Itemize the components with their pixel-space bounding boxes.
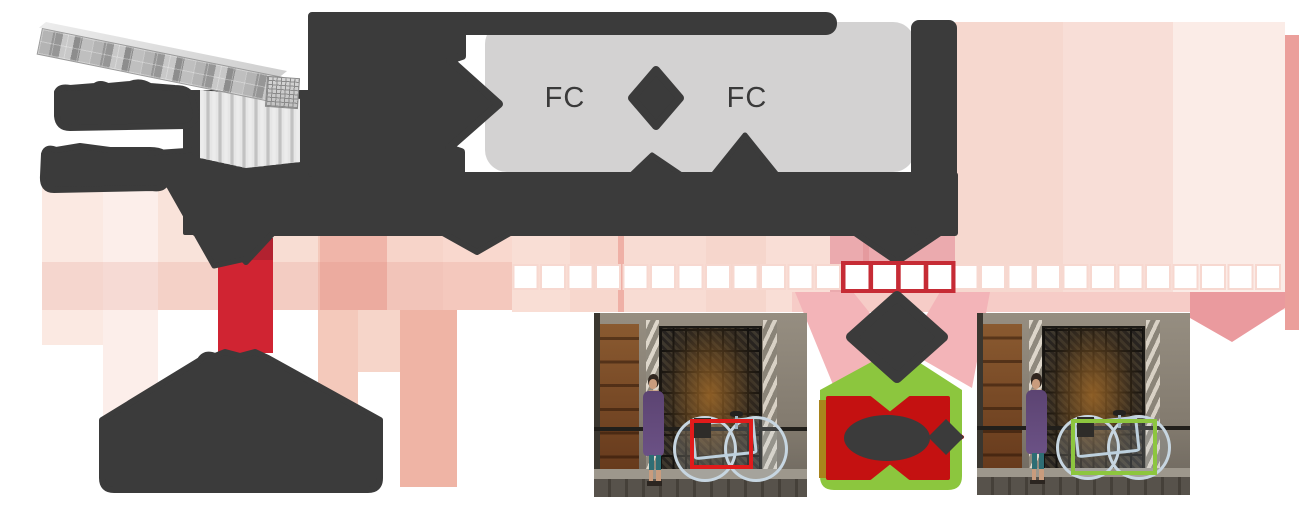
woman-shin <box>649 470 654 483</box>
ground-truth-bbox <box>1070 418 1157 475</box>
token-cell <box>1090 264 1116 290</box>
mlp-head-box <box>485 22 915 172</box>
token-cell <box>1255 264 1281 290</box>
token-cell <box>815 264 841 290</box>
det-token-cell <box>845 265 869 289</box>
bar-patch-grid-cap <box>264 75 301 110</box>
token-cell <box>980 264 1006 290</box>
woman-shin <box>656 470 661 483</box>
token-cell <box>760 264 786 290</box>
flow-riser <box>911 20 957 235</box>
token-cell <box>1200 264 1226 290</box>
woman-leg <box>1031 453 1038 469</box>
patch-column <box>1285 35 1299 330</box>
token-cell <box>677 264 704 290</box>
token-cell <box>595 264 621 290</box>
woman-face <box>649 379 658 390</box>
token-cell <box>622 264 649 290</box>
loss-label-blob <box>844 415 930 461</box>
det-token-annotation-blob <box>99 349 383 493</box>
det-token-cell <box>873 265 897 289</box>
patch-column <box>42 172 103 345</box>
token-cell <box>1062 264 1089 290</box>
predicted-bbox <box>690 418 754 470</box>
activation-diamond-icon <box>628 66 684 130</box>
pointer-wedge-icon <box>147 147 253 269</box>
flattened-patches-bar <box>36 20 320 130</box>
token-cell <box>787 264 814 290</box>
token-cell <box>512 264 539 290</box>
head-input-arrow-icon <box>709 132 781 179</box>
patch-column <box>955 22 1063 310</box>
woman-shin <box>1039 468 1044 481</box>
prediction-image <box>594 313 807 497</box>
bicycle-wheel <box>1106 414 1171 481</box>
woman-leg <box>655 454 662 471</box>
token-sequence-row <box>512 264 1281 290</box>
woman-leg <box>648 454 655 471</box>
wooden-door <box>600 324 639 483</box>
fc-layer-label-1: FC <box>545 82 586 114</box>
woman-shin <box>1032 468 1037 481</box>
head-input-arrow-icon <box>627 152 686 179</box>
woman-dress <box>642 391 664 456</box>
token-cell <box>567 264 594 290</box>
woman-sandals <box>1030 479 1046 485</box>
patch-strip <box>320 233 387 310</box>
token-cell <box>732 264 759 290</box>
token-cell <box>1145 264 1171 290</box>
patch-column <box>103 172 158 420</box>
token-row-tint <box>42 262 512 310</box>
patch-strip <box>387 233 443 310</box>
token-cell <box>650 264 676 290</box>
token-cell <box>1007 264 1034 290</box>
fc-layer-label-2: FC <box>727 82 768 114</box>
wall-edge <box>977 313 984 495</box>
woman-face <box>1032 378 1041 389</box>
downflow-diamond-icon <box>846 291 948 383</box>
encoder-flow-band <box>192 172 958 265</box>
patch-column <box>1063 22 1173 310</box>
token-cell <box>705 264 731 290</box>
token-cell <box>1227 264 1254 290</box>
det-token-cell <box>900 265 924 289</box>
loss-diamond-icon <box>928 419 964 455</box>
ribbon-right <box>906 292 990 388</box>
patch-column <box>1173 22 1285 310</box>
token-cell <box>540 264 566 290</box>
token-cell <box>1117 264 1144 290</box>
det-token-group <box>841 261 956 293</box>
woman-leg <box>1038 453 1045 469</box>
bicycle-seat <box>1113 410 1127 416</box>
det-token-cell <box>928 265 952 289</box>
bicycle-seat <box>730 411 744 417</box>
ribbon-far-right <box>1190 292 1285 342</box>
token-cell <box>952 264 979 290</box>
label-blob-image-patches <box>54 79 199 131</box>
token-cell <box>1035 264 1061 290</box>
wall-edge <box>594 313 601 497</box>
bicycle-wheel <box>723 416 788 483</box>
ground-truth-image <box>977 313 1190 495</box>
flow-arrow-into-head-icon <box>308 12 503 177</box>
patch-projection-fan <box>200 90 300 168</box>
olive-sliver <box>819 400 829 478</box>
token-cell <box>1172 264 1199 290</box>
woman-sandals <box>647 481 663 486</box>
woman-dress <box>1025 390 1047 455</box>
wooden-door <box>983 323 1022 481</box>
